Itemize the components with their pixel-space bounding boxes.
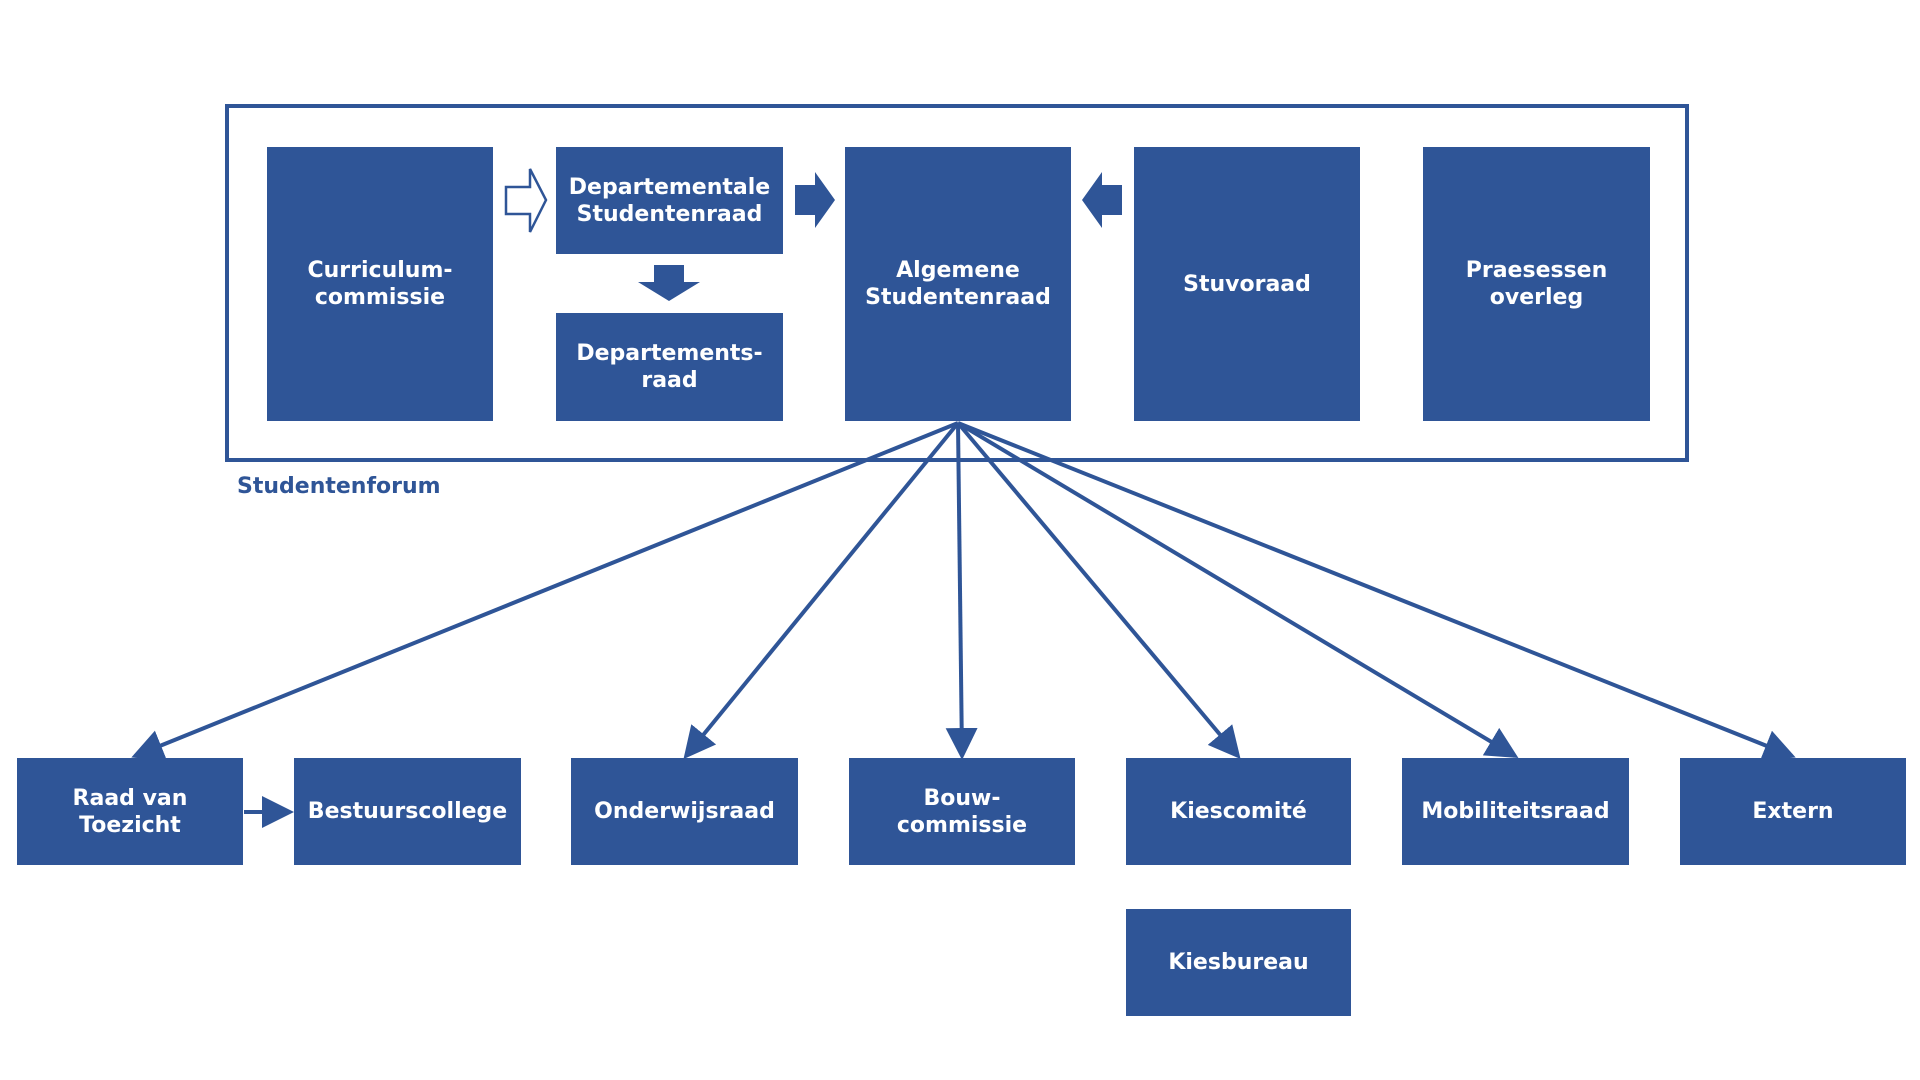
node-onderwijsraad: Onderwijsraad: [571, 758, 798, 865]
node-praesessen-overleg: Praesessen overleg: [1423, 147, 1650, 421]
node-kiesbureau: Kiesbureau: [1126, 909, 1351, 1016]
node-extern: Extern: [1680, 758, 1906, 865]
edge-algemene-to-onderwijsraad: [683, 421, 960, 760]
node-raad-van-toezicht: Raad van Toezicht: [17, 758, 243, 865]
node-curriculumcommissie: Curriculum- commissie: [267, 147, 493, 421]
block-arrow-left-icon: [1082, 172, 1122, 228]
edge-algemene-to-bouwcommissie: [945, 422, 978, 760]
node-kiescomite: Kiescomité: [1126, 758, 1351, 865]
node-stuvoraad: Stuvoraad: [1134, 147, 1360, 421]
edge-algemene-to-kiescomite: [956, 421, 1241, 760]
node-departementsraad: Departements- raad: [556, 313, 783, 421]
block-arrow-right-icon: [795, 172, 835, 228]
block-arrow-down-icon: [638, 265, 700, 301]
node-bestuurscollege: Bestuurscollege: [294, 758, 521, 865]
edge-algemene-to-mobiliteitsraad: [956, 421, 1519, 759]
hollow-block-arrow-icon: [504, 168, 548, 233]
node-algemene-studentenraad: Algemene Studentenraad: [845, 147, 1071, 421]
edge-algemene-to-raad-van-toezicht: [131, 421, 959, 761]
node-departementale-studentenraad: Departementale Studentenraad: [556, 147, 783, 254]
edge-algemene-to-extern: [957, 421, 1796, 761]
node-bouwcommissie: Bouw- commissie: [849, 758, 1075, 865]
studentenforum-group: [225, 104, 1689, 462]
studentenforum-label: Studentenforum: [237, 474, 441, 499]
node-mobiliteitsraad: Mobiliteitsraad: [1402, 758, 1629, 865]
